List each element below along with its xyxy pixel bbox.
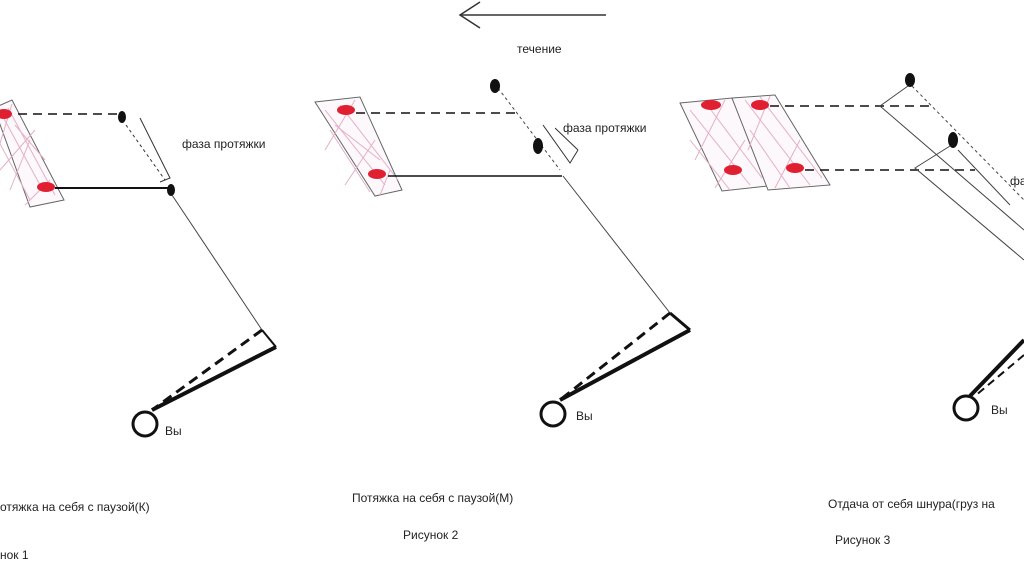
float-3a — [701, 100, 721, 110]
weight-1-initial — [118, 111, 126, 123]
figure-2 — [314, 79, 691, 428]
rod-2-solid — [559, 328, 691, 402]
phase-arrow-1 — [125, 117, 171, 183]
float-3c — [751, 100, 769, 110]
float-1b — [37, 182, 55, 192]
current-label: течение — [517, 42, 562, 56]
you-label-2: Вы — [576, 409, 593, 423]
rod-3-solid — [968, 338, 1024, 398]
cord-1 — [171, 194, 263, 331]
rod-tip-1 — [261, 329, 277, 348]
figure-1 — [0, 99, 277, 438]
float-3b — [724, 165, 742, 175]
figure-3 — [679, 73, 1024, 422]
angler-1 — [131, 410, 159, 438]
angler-2 — [539, 400, 567, 428]
weight-2-initial — [490, 79, 500, 93]
rod-1-dashed — [151, 328, 263, 412]
phase-label-1: фаза протяжки — [182, 137, 266, 151]
current-arrow — [458, 1, 606, 29]
phase-arrow-2 — [542, 124, 579, 164]
fig1-caption: отяжка на себя с паузой(К) — [0, 500, 150, 514]
float-2a — [337, 105, 355, 115]
float-1a — [0, 109, 12, 119]
phase-label-3: фа — [1010, 174, 1024, 188]
fig2-caption: Потяжка на себя с паузой(М) — [352, 491, 514, 505]
net-panel-1 — [0, 99, 65, 208]
rod-3-dashed — [974, 354, 1024, 397]
net-panel-2 — [314, 96, 403, 197]
angler-3 — [952, 394, 980, 422]
float-3d — [786, 163, 804, 173]
recoil-lines-3 — [879, 85, 1024, 261]
fig3-number: Рисунок 3 — [835, 533, 891, 547]
fig2-number: Рисунок 2 — [403, 528, 459, 542]
net-panel-3b — [731, 94, 831, 191]
weight-3-initial — [905, 73, 915, 87]
rod-tip-2 — [669, 311, 691, 332]
cord-2 — [562, 175, 671, 314]
rod-1-solid — [151, 345, 277, 412]
fig3-caption: Отдача от себя шнура(груз на — [828, 497, 995, 511]
weight-2-moved — [533, 138, 543, 154]
fig1-number: нок 1 — [0, 548, 29, 562]
weight-1-moved — [167, 184, 175, 196]
you-label-1: Вы — [165, 424, 182, 438]
you-label-3: Вы — [991, 403, 1008, 417]
phase-label-2: фаза протяжки — [563, 121, 647, 135]
weight-3-moved — [948, 132, 958, 148]
drift-line-2 — [497, 87, 561, 171]
float-2b — [368, 169, 386, 179]
rod-2-dashed — [559, 311, 671, 402]
